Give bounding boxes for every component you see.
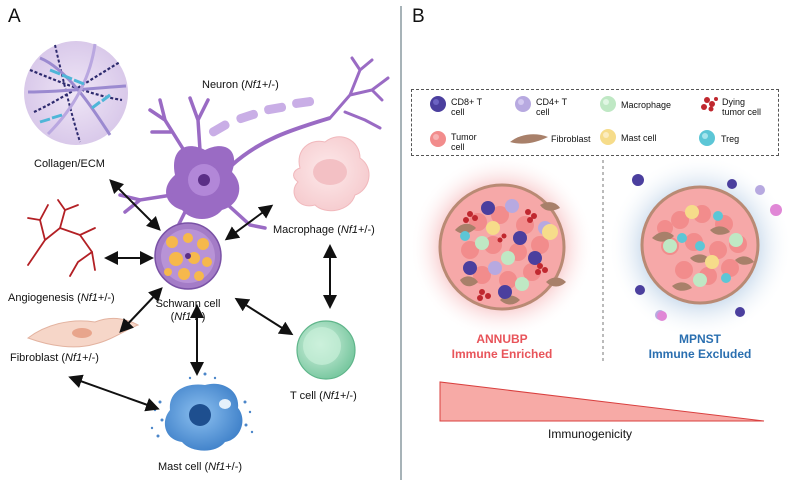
label-fibroblast: Fibroblast (Nf1+/-)	[10, 352, 99, 364]
label-macrophage: Macrophage (Nf1+/-)	[273, 224, 375, 236]
mast-cell-illustration	[150, 372, 254, 451]
collagen-ecm-illustration	[24, 41, 128, 145]
mpnst-title: MPNST Immune Excluded	[638, 332, 762, 362]
annubp-title: ANNUBP Immune Enriched	[440, 332, 564, 362]
angiogenesis-illustration	[27, 199, 96, 277]
legend-item-fibroblast: Fibroblast	[551, 134, 591, 144]
cell-legend	[411, 89, 779, 156]
mpnst-subtitle: Immune Excluded	[648, 347, 752, 361]
mpnst-name: MPNST	[679, 332, 721, 346]
label-angiogenesis: Angiogenesis (Nf1+/-)	[8, 292, 115, 304]
t-cell-illustration	[296, 320, 356, 380]
label-neuron: Neuron (Nf1+/-)	[202, 79, 279, 91]
label-collagen: Collagen/ECM	[34, 158, 105, 170]
fibroblast-illustration	[26, 317, 140, 348]
label-t-cell: T cell (Nf1+/-)	[290, 390, 357, 402]
annubp-tumor-illustration	[410, 155, 594, 339]
legend-item-macrophage: Macrophage	[621, 100, 672, 110]
panel-b-letter: B	[412, 6, 425, 27]
annubp-subtitle: Immune Enriched	[451, 347, 553, 361]
legend-icons	[430, 96, 718, 147]
panel-a-letter: A	[8, 6, 21, 27]
mpnst-tumor-illustration	[608, 155, 792, 339]
annubp-name: ANNUBP	[476, 332, 528, 346]
legend-item-treg: Treg	[721, 134, 740, 144]
schwann-cell-illustration	[154, 222, 222, 290]
label-mast-cell: Mast cell (Nf1+/-)	[158, 461, 243, 473]
legend-item-mast-cell: Mast cell	[621, 133, 657, 143]
label-schwann-cell: Schwann cell (Nf1-/-)	[155, 298, 221, 323]
immunogenicity-label: Immunogenicity	[548, 427, 633, 441]
interaction-arrows	[68, 179, 337, 412]
immunogenicity-gradient	[439, 381, 765, 422]
macrophage-illustration	[293, 136, 370, 212]
